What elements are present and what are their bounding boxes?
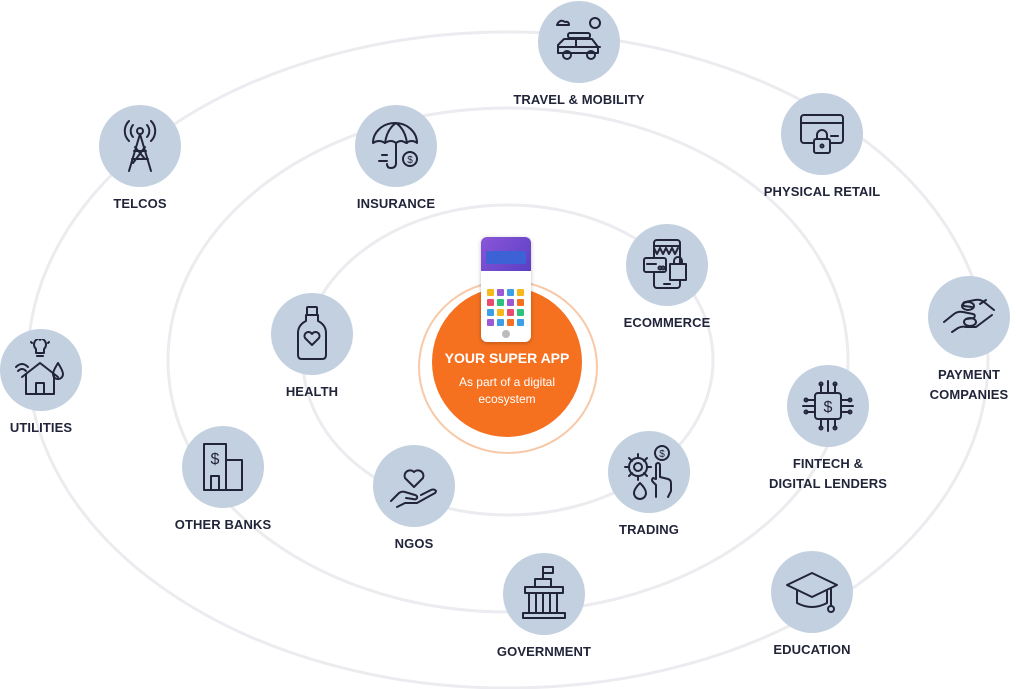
label-education: EDUCATION xyxy=(773,642,851,657)
label-other-banks: OTHER BANKS xyxy=(174,517,272,532)
shopping-phone-icon xyxy=(643,239,687,289)
label-health: HEALTH xyxy=(285,384,339,399)
label-telcos: TELCOS xyxy=(113,196,167,211)
graduation-cap-icon xyxy=(786,572,838,613)
label-fintech-line2: DIGITAL LENDERS xyxy=(768,476,888,491)
bank-building-icon: $ xyxy=(203,443,243,491)
label-trading: TRADING xyxy=(619,522,679,537)
svg-text:$: $ xyxy=(659,449,665,460)
label-payment-line1: PAYMENT xyxy=(937,367,1001,382)
label-ngos: NGOS xyxy=(394,536,434,551)
label-physical-retail: PHYSICAL RETAIL xyxy=(763,184,881,199)
label-payment-line2: COMPANIES xyxy=(929,387,1009,402)
handshake-coin-icon xyxy=(943,298,995,333)
label-insurance: INSURANCE xyxy=(356,196,436,211)
phone-mockup xyxy=(481,237,531,342)
label-fintech: FINTECH & DIGITAL LENDERS xyxy=(708,454,948,494)
government-building-icon xyxy=(522,566,566,619)
umbrella-icon: $ xyxy=(372,122,418,169)
chip-dollar-icon: $ xyxy=(802,380,854,432)
medicine-bottle-icon xyxy=(297,306,327,360)
cell-tower-icon xyxy=(123,120,157,172)
label-utilities: UTILITIES xyxy=(9,420,73,435)
gear-coins-icon: $ xyxy=(624,445,672,500)
label-ecommerce: ECOMMERCE xyxy=(623,315,711,330)
car-icon xyxy=(556,17,601,60)
card-lock-icon xyxy=(800,114,844,154)
label-government: GOVERNMENT xyxy=(496,644,592,659)
label-payment-companies: PAYMENT COMPANIES xyxy=(849,365,1016,405)
svg-text:$: $ xyxy=(824,399,833,416)
center-subtitle: As part of a digital ecosystem xyxy=(458,375,556,406)
house-utilities-icon xyxy=(15,339,64,395)
svg-text:$: $ xyxy=(407,155,413,166)
svg-text:$: $ xyxy=(211,451,220,468)
label-fintech-line1: FINTECH & xyxy=(792,456,864,471)
heart-hand-icon xyxy=(390,469,437,508)
center-title: YOUR SUPER APP xyxy=(444,350,570,366)
label-travel-mobility: TRAVEL & MOBILITY xyxy=(513,92,645,107)
